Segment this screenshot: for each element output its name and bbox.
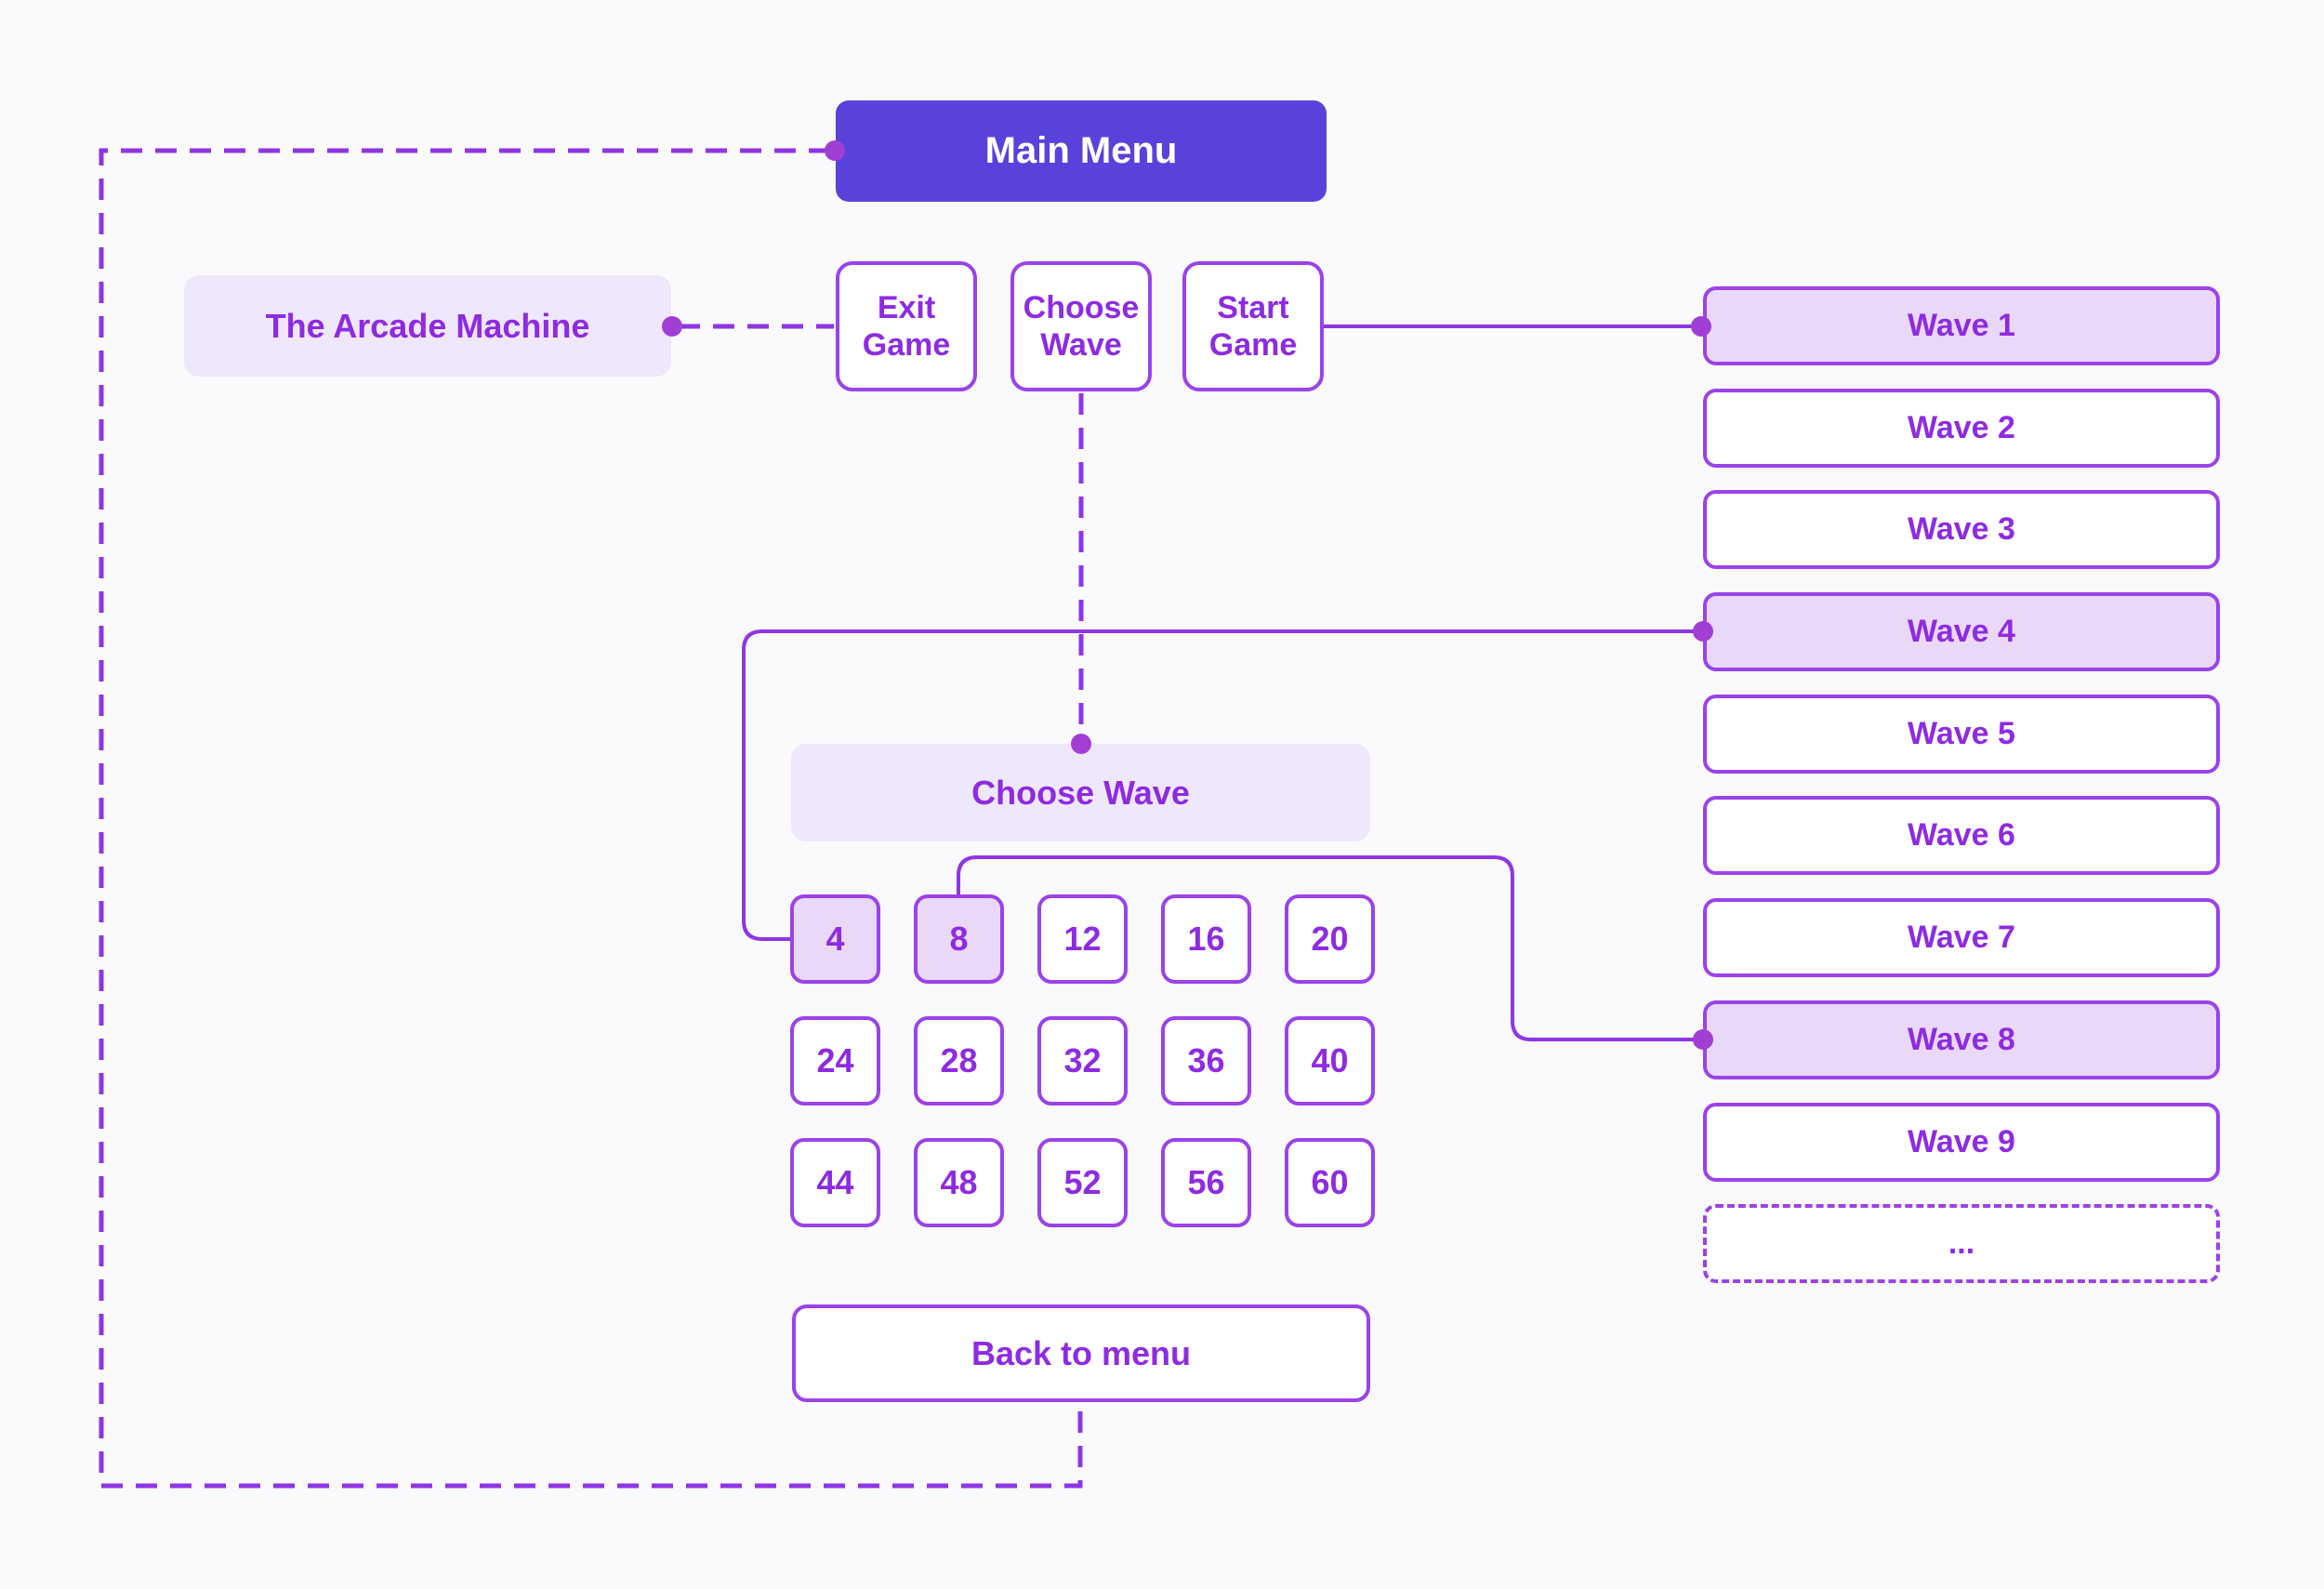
wave-number-60[interactable]: 60 [1285, 1138, 1375, 1227]
number-label: 28 [940, 1041, 978, 1079]
wave-1-label: Wave 1 [1908, 308, 2015, 343]
wave-9-label: Wave 9 [1908, 1123, 2015, 1159]
wave-number-12[interactable]: 12 [1037, 894, 1128, 984]
wave-number-44[interactable]: 44 [790, 1138, 880, 1227]
wave-number-4[interactable]: 4 [790, 894, 880, 984]
wave-number-grid: 4 8 12 16 20 24 28 32 36 40 44 48 52 56 … [790, 894, 1375, 1227]
wave-list: Wave 1 Wave 2 Wave 3 Wave 4 Wave 5 Wave … [1703, 286, 2220, 1284]
number-label: 32 [1063, 1041, 1102, 1079]
wave-item-2[interactable]: Wave 2 [1703, 388, 2220, 468]
choose-wave-node[interactable]: Choose Wave [1010, 261, 1152, 391]
choose-wave-section-label: Choose Wave [791, 744, 1370, 841]
arcade-machine-label: The Arcade Machine [184, 275, 671, 377]
number-label: 12 [1063, 920, 1102, 958]
wave-item-7[interactable]: Wave 7 [1703, 898, 2220, 978]
main-menu-node[interactable]: Main Menu [836, 100, 1327, 202]
wave-item-1[interactable]: Wave 1 [1703, 286, 2220, 365]
wave-item-8[interactable]: Wave 8 [1703, 1000, 2220, 1079]
wave-number-16[interactable]: 16 [1161, 894, 1251, 984]
exit-game-node[interactable]: Exit Game [836, 261, 977, 391]
choose-wave-section-text: Choose Wave [971, 773, 1190, 812]
back-to-menu-node[interactable]: Back to menu [792, 1304, 1370, 1402]
wave-2-label: Wave 2 [1908, 409, 2015, 445]
number-label: 52 [1063, 1163, 1102, 1201]
wave-number-36[interactable]: 36 [1161, 1016, 1251, 1106]
wave-item-9[interactable]: Wave 9 [1703, 1102, 2220, 1182]
wave-item-more[interactable]: ... [1703, 1204, 2220, 1284]
arcade-machine-text: The Arcade Machine [265, 306, 590, 345]
number-label: 44 [816, 1163, 854, 1201]
number-label: 24 [816, 1041, 854, 1079]
wave-5-label: Wave 5 [1908, 715, 2015, 751]
choose-wave-label: Choose Wave [1023, 289, 1140, 363]
wave-number-32[interactable]: 32 [1037, 1016, 1128, 1106]
number-label: 16 [1187, 920, 1225, 958]
wave-number-20[interactable]: 20 [1285, 894, 1375, 984]
number-label: 56 [1187, 1163, 1225, 1201]
wave-8-label: Wave 8 [1908, 1021, 2015, 1057]
number-label: 40 [1311, 1041, 1349, 1079]
wave-number-56[interactable]: 56 [1161, 1138, 1251, 1227]
wave-item-4[interactable]: Wave 4 [1703, 592, 2220, 672]
number-label: 60 [1311, 1163, 1349, 1201]
wave-number-52[interactable]: 52 [1037, 1138, 1128, 1227]
wave-item-3[interactable]: Wave 3 [1703, 490, 2220, 570]
wave-3-label: Wave 3 [1908, 511, 2015, 548]
back-to-menu-label: Back to menu [971, 1333, 1192, 1372]
number-label: 4 [825, 920, 845, 958]
wave-4-label: Wave 4 [1908, 614, 2015, 650]
wave-7-label: Wave 7 [1908, 920, 2015, 956]
wave-number-8[interactable]: 8 [914, 894, 1004, 984]
exit-game-label: Exit Game [862, 289, 951, 363]
number-label: 48 [940, 1163, 978, 1201]
wave-item-5[interactable]: Wave 5 [1703, 694, 2220, 774]
number-label: 36 [1187, 1041, 1225, 1079]
start-game-node[interactable]: Start Game [1182, 261, 1324, 391]
wave-number-48[interactable]: 48 [914, 1138, 1004, 1227]
number-label: 8 [949, 920, 969, 958]
wave-more-label: ... [1948, 1225, 1975, 1262]
wave-item-6[interactable]: Wave 6 [1703, 796, 2220, 876]
wave-number-40[interactable]: 40 [1285, 1016, 1375, 1106]
wave-number-24[interactable]: 24 [790, 1016, 880, 1106]
number-label: 20 [1311, 920, 1349, 958]
main-menu-label: Main Menu [984, 130, 1178, 171]
wave-6-label: Wave 6 [1908, 817, 2015, 854]
start-game-label: Start Game [1208, 289, 1298, 363]
wave-number-28[interactable]: 28 [914, 1016, 1004, 1106]
